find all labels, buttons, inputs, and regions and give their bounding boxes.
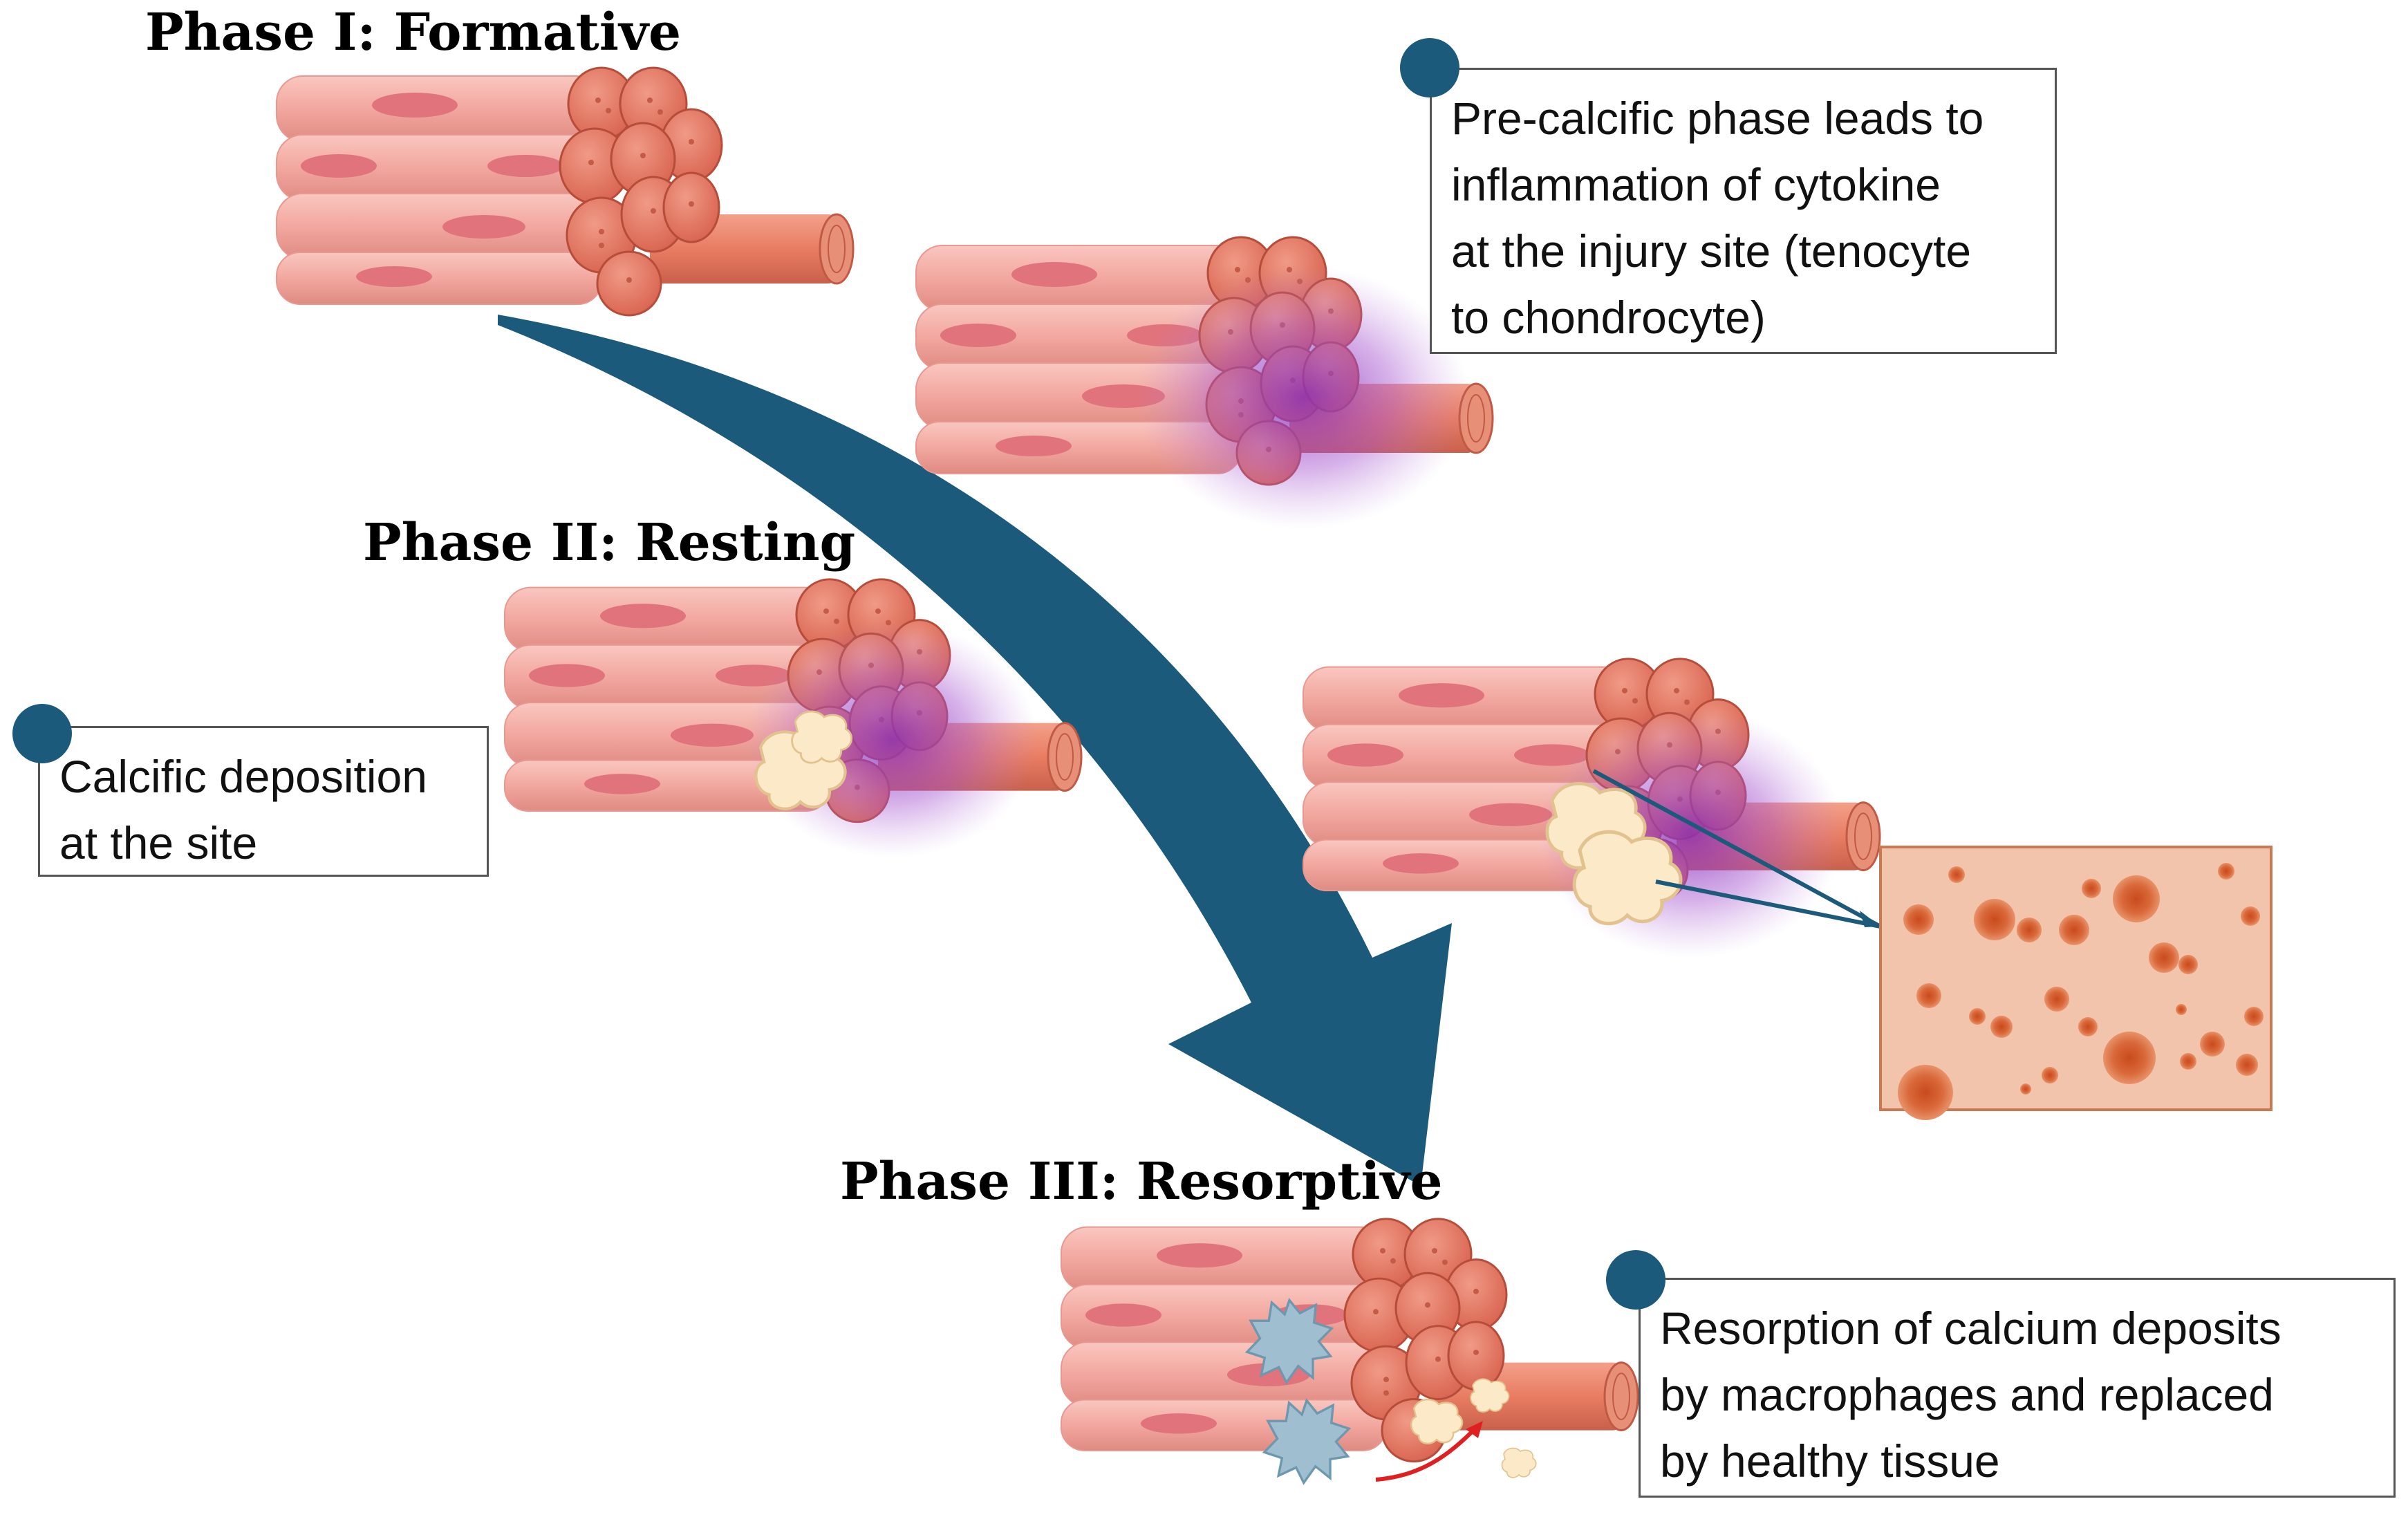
deposition-note: Calcific deposition at the site xyxy=(38,726,489,877)
precalcific-note: Pre-calcific phase leads to inflammation… xyxy=(1430,68,2057,354)
deposit-bundle xyxy=(1302,658,1882,958)
resorption-line-1: Resorption of calcium deposits xyxy=(1660,1303,2281,1354)
inflamed-bundle xyxy=(915,236,1494,529)
resorption-line-3: by healthy tissue xyxy=(1660,1435,2000,1487)
precalcific-bullet-icon xyxy=(1400,38,1459,97)
histology-panel xyxy=(1879,846,2272,1120)
resorption-bullet-icon xyxy=(1606,1250,1665,1310)
phase2-title: Phase II: Resting xyxy=(363,513,856,573)
phase3-title: Phase III: Resorptive xyxy=(840,1152,1443,1211)
phase3-bundle xyxy=(1060,1218,1639,1485)
resorption-line-2: by macrophages and replaced xyxy=(1660,1369,2274,1420)
resorption-note: Resorption of calcium deposits by macrop… xyxy=(1639,1278,2396,1498)
phase2-bundle xyxy=(503,578,1083,857)
precalcific-line-4: to chondrocyte) xyxy=(1451,292,1766,343)
deposition-line-1: Calcific deposition xyxy=(59,751,427,802)
progression-arrow xyxy=(498,315,1452,1186)
deposition-line-2: at the site xyxy=(59,817,258,868)
precalcific-line-1: Pre-calcific phase leads to xyxy=(1451,93,1984,144)
phase1-title: Phase I: Formative xyxy=(145,3,682,62)
precalcific-line-2: inflammation of cytokine xyxy=(1451,159,1941,210)
deposition-bullet-icon xyxy=(12,704,72,763)
precalcific-line-3: at the injury site (tenocyte xyxy=(1451,225,1972,277)
phase1-bundle xyxy=(275,66,855,317)
